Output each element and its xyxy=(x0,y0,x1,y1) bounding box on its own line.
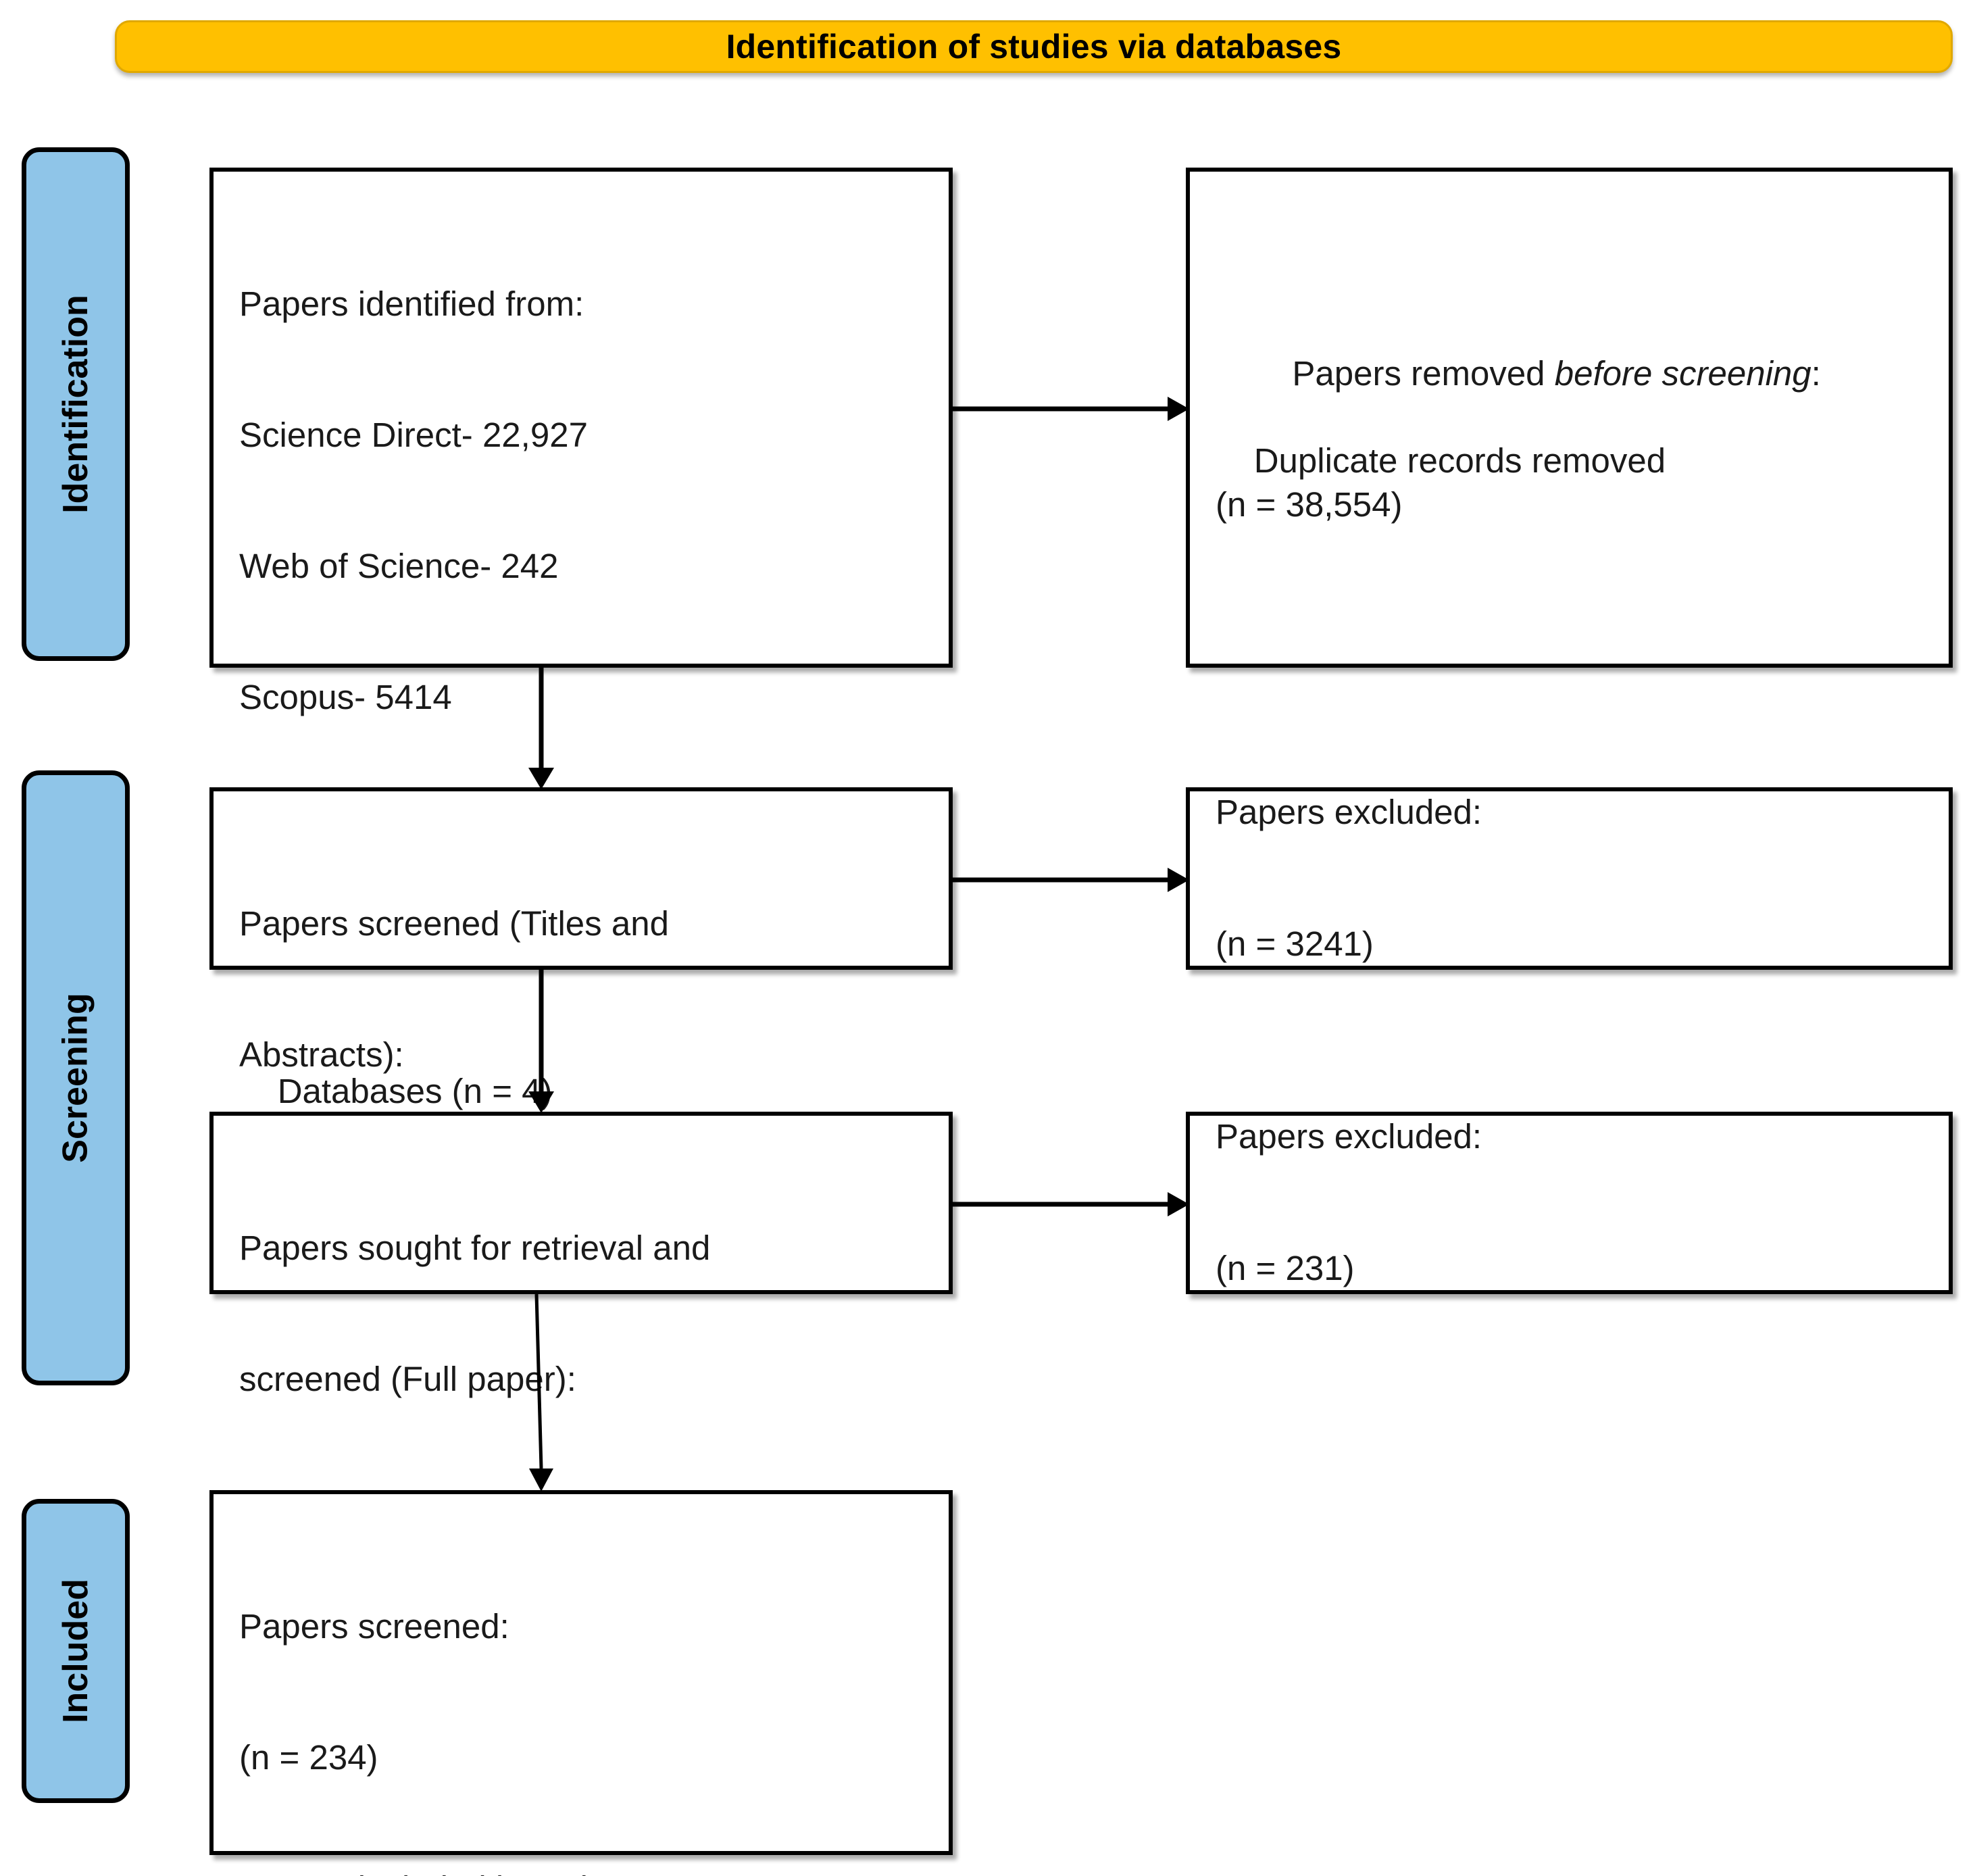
stage-tab-screening-label: Screening xyxy=(56,993,96,1163)
arrow-identified-to-screened xyxy=(527,668,555,789)
box-papers-excluded-full-text: Papers excluded: (n = 231) xyxy=(1216,1028,1482,1378)
stage-tab-included: Included xyxy=(22,1499,130,1803)
sought-line-2: screened (Full paper): xyxy=(239,1359,576,1398)
identified-line-2: Science Direct- 22,927 xyxy=(239,415,588,454)
identified-line-7: Databases (n = 4) xyxy=(239,1072,553,1111)
arrow-screened-to-sought xyxy=(527,970,555,1113)
identified-line-1: Papers identified from: xyxy=(239,284,584,323)
identified-line-3: Web of Science- 242 xyxy=(239,547,559,586)
screened-titles-line-2: Abstracts): xyxy=(239,1035,404,1074)
included-line-1: Papers screened: xyxy=(239,1606,509,1646)
stage-tab-identification-label: Identification xyxy=(56,295,95,514)
removed-suffix: : xyxy=(1811,353,1821,393)
excluded-full-line-1: Papers excluded: xyxy=(1216,1117,1482,1156)
excluded-full-line-2: (n = 231) xyxy=(1216,1248,1355,1287)
arrow-screened-to-excluded xyxy=(953,866,1189,893)
excluded-titles-line-2: (n = 3241) xyxy=(1216,924,1374,963)
box-papers-excluded-titles: Papers excluded: (n = 3241) xyxy=(1186,787,1953,970)
phase-banner-label: Identification of studies via databases xyxy=(726,28,1342,66)
arrow-sought-to-included xyxy=(520,1293,561,1491)
removed-line-2: Duplicate records removed xyxy=(1216,441,1666,480)
sought-line-1: Papers sought for retrieval and xyxy=(239,1228,711,1267)
removed-line-3: (n = 38,554) xyxy=(1216,485,1403,524)
screened-titles-line-1: Papers screened (Titles and xyxy=(239,904,669,943)
arrow-sought-to-excluded xyxy=(953,1191,1189,1218)
included-line-3: Papers included in review: xyxy=(239,1867,923,1876)
phase-banner: Identification of studies via databases xyxy=(115,20,1953,73)
box-papers-sought-for-retrieval: Papers sought for retrieval and screened… xyxy=(209,1112,953,1529)
excluded-titles-line-1: Papers excluded: xyxy=(1216,793,1482,832)
box-papers-included: Papers screened: (n = 234) Papers includ… xyxy=(209,1490,953,1876)
box-papers-screened-titles-abstracts: Papers screened (Titles and Abstracts): … xyxy=(209,787,953,1205)
box-papers-included-text: Papers screened: (n = 234) Papers includ… xyxy=(239,1517,923,1876)
identified-line-4: Scopus- 5414 xyxy=(239,678,452,717)
stage-tab-included-label: Included xyxy=(56,1579,96,1723)
removed-prefix: Papers removed xyxy=(1292,353,1555,393)
arrow-identified-to-removed xyxy=(953,395,1189,422)
removed-line-1: Papers removed before screening: xyxy=(1216,308,1923,439)
box-papers-excluded-full-paper: Papers excluded: (n = 231) xyxy=(1186,1112,1953,1294)
included-line-2: (n = 234) xyxy=(239,1737,378,1777)
box-papers-identified: Papers identified from: Science Direct- … xyxy=(209,168,953,1242)
box-papers-removed-text: Papers removed before screening: Duplica… xyxy=(1216,195,1923,641)
box-papers-removed-before-screening: Papers removed before screening: Duplica… xyxy=(1186,168,1953,668)
box-papers-excluded-titles-text: Papers excluded: (n = 3241) xyxy=(1216,704,1482,1054)
stage-tab-screening: Screening xyxy=(22,770,130,1385)
stage-tab-identification: Identification xyxy=(22,147,130,661)
removed-emphasis: before screening xyxy=(1554,353,1812,393)
